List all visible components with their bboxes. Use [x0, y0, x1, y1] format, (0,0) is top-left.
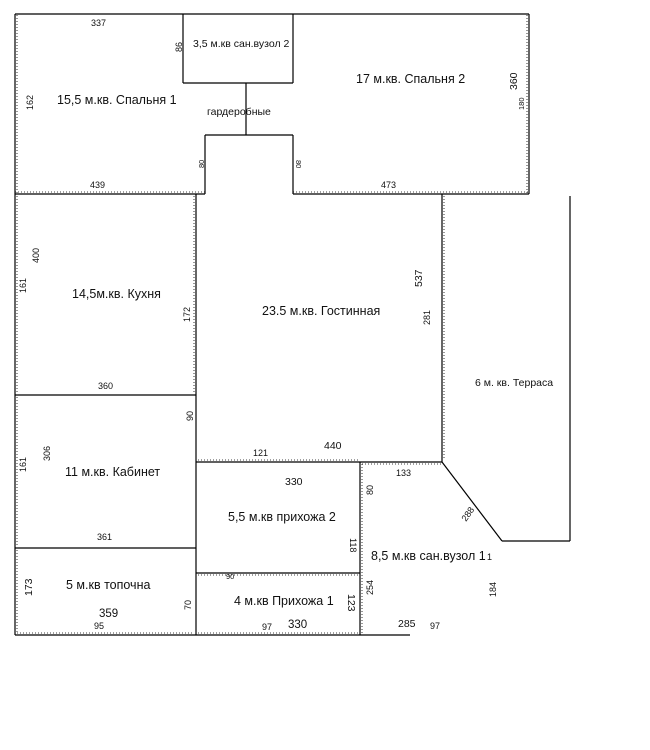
room-terrace-label: 6 м. кв. Терраса	[475, 377, 553, 389]
dim-label: 537	[413, 269, 425, 287]
room-labels: 15,5 м.кв. Спальня 1 3,5 м.кв сан.вузол …	[57, 38, 553, 608]
dim-label: 473	[381, 180, 396, 190]
dim-label: 95	[94, 621, 104, 631]
dim-label: 97	[262, 622, 272, 632]
dim-label: 80	[197, 160, 206, 168]
room-bedroom2-label: 17 м.кв. Спальня 2	[356, 72, 465, 86]
dim-label: 306	[42, 446, 52, 461]
dim-label: 1	[487, 552, 492, 562]
dim-label: 173	[23, 578, 35, 596]
room-office-label: 11 м.кв. Кабинет	[65, 465, 160, 479]
dim-label: 281	[422, 310, 432, 325]
dim-label: 361	[97, 532, 112, 542]
dim-label: 330	[288, 619, 307, 631]
dim-label: 360	[508, 72, 520, 90]
dim-label: 161	[18, 457, 28, 472]
dim-label: 123	[345, 594, 357, 612]
dim-label: 180	[517, 97, 526, 110]
room-hall1-label: 4 м.кв Прихожа 1	[234, 594, 334, 608]
dim-label: 359	[99, 608, 118, 620]
dim-label: 172	[182, 307, 192, 322]
dim-label: 184	[488, 582, 498, 597]
dim-label: 254	[365, 580, 375, 595]
dim-label: 133	[396, 468, 411, 478]
dim-label: 285	[398, 618, 416, 630]
dim-label: 162	[25, 95, 35, 110]
dim-label: 400	[31, 248, 41, 263]
room-bathroom1-label: 8,5 м.кв сан.вузол 1	[371, 549, 486, 563]
room-kitchen-label: 14,5м.кв. Кухня	[72, 287, 161, 301]
dim-label: 330	[285, 476, 303, 488]
walls	[14, 13, 571, 636]
room-wardrobes-label: гардеробные	[207, 106, 271, 118]
dim-label: 90	[226, 572, 234, 581]
dim-label: 80	[294, 160, 303, 168]
room-hall2-label: 5,5 м.кв прихожа 2	[228, 510, 336, 524]
dim-label: 360	[98, 381, 113, 391]
room-boiler-label: 5 м.кв топочна	[66, 578, 150, 592]
dim-label: 161	[18, 278, 28, 293]
dim-label: 288	[459, 505, 476, 523]
dim-label: 121	[253, 448, 268, 458]
dimension-labels: 337 86 162 360 180 80 80 439 473 400 161…	[18, 18, 526, 632]
room-bedroom1-label: 15,5 м.кв. Спальня 1	[57, 93, 177, 107]
dim-label: 80	[365, 485, 375, 495]
dimension-lines	[15, 15, 529, 634]
dim-label: 439	[90, 180, 105, 190]
room-living-label: 23.5 м.кв. Гостинная	[262, 304, 380, 318]
dim-label: 97	[430, 621, 440, 631]
dim-label: 70	[183, 600, 193, 610]
dim-label: 118	[348, 538, 358, 552]
dim-label: 86	[174, 42, 184, 52]
dim-label: 90	[185, 411, 195, 421]
dim-label: 337	[91, 18, 106, 28]
dim-label: 440	[324, 440, 342, 452]
room-bathroom2-label: 3,5 м.кв сан.вузол 2	[193, 38, 289, 50]
